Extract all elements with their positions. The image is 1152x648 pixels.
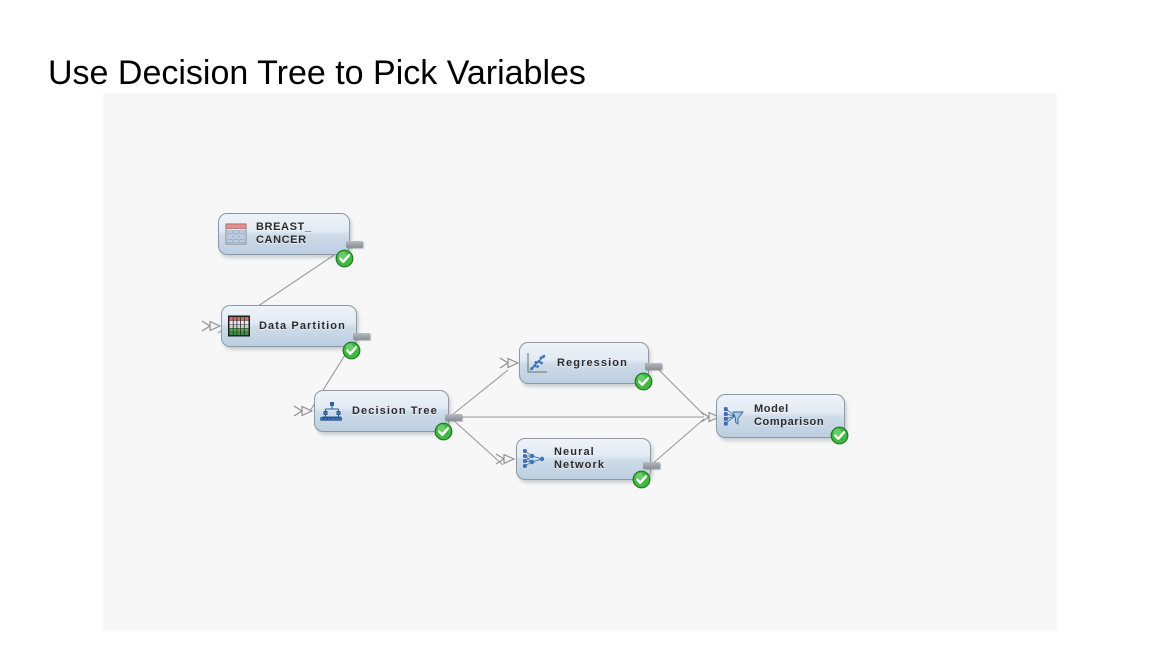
node-label: Regression [557, 356, 628, 369]
model-comparison-icon [721, 403, 747, 429]
node-label: Data Partition [259, 319, 346, 332]
node-label: Model Comparison [754, 403, 825, 428]
status-badge-neural-network [632, 470, 651, 489]
status-badge-model-comparison [830, 426, 849, 445]
output-stub-neural-network[interactable] [643, 462, 660, 469]
neural-network-icon [521, 446, 547, 472]
input-arrow-data-partition [201, 319, 223, 333]
decision-tree-icon [319, 398, 345, 424]
input-arrow-regression [499, 356, 521, 370]
node-label: BREAST_ CANCER [256, 221, 312, 246]
status-badge-breast-cancer [335, 249, 354, 268]
input-arrow-decision-tree [293, 404, 315, 418]
output-stub-data-partition[interactable] [353, 333, 370, 340]
node-label: Neural Network [554, 446, 606, 471]
node-model-comparison[interactable]: Model Comparison [716, 394, 845, 438]
regression-scatter-icon [524, 350, 550, 376]
page-title: Use Decision Tree to Pick Variables [48, 54, 586, 92]
status-badge-regression [634, 372, 653, 391]
output-stub-breast-cancer[interactable] [346, 241, 363, 248]
node-neural-network[interactable]: Neural Network [516, 438, 651, 480]
input-arrow-model-comparison [700, 410, 722, 424]
node-regression[interactable]: Regression [519, 342, 649, 384]
status-badge-decision-tree [434, 422, 453, 441]
status-badge-data-partition [342, 341, 361, 360]
data-partition-grid-icon [226, 313, 252, 339]
output-stub-decision-tree[interactable] [445, 414, 462, 421]
process-flow-canvas[interactable]: BREAST_ CANCER [103, 93, 1057, 631]
node-breast-cancer[interactable]: BREAST_ CANCER [218, 213, 350, 255]
input-arrow-neural-network [495, 452, 517, 466]
node-decision-tree[interactable]: Decision Tree [314, 390, 449, 432]
node-data-partition[interactable]: Data Partition [221, 305, 357, 347]
output-stub-regression[interactable] [645, 363, 662, 370]
data-table-icon [223, 221, 249, 247]
node-label: Decision Tree [352, 404, 438, 417]
